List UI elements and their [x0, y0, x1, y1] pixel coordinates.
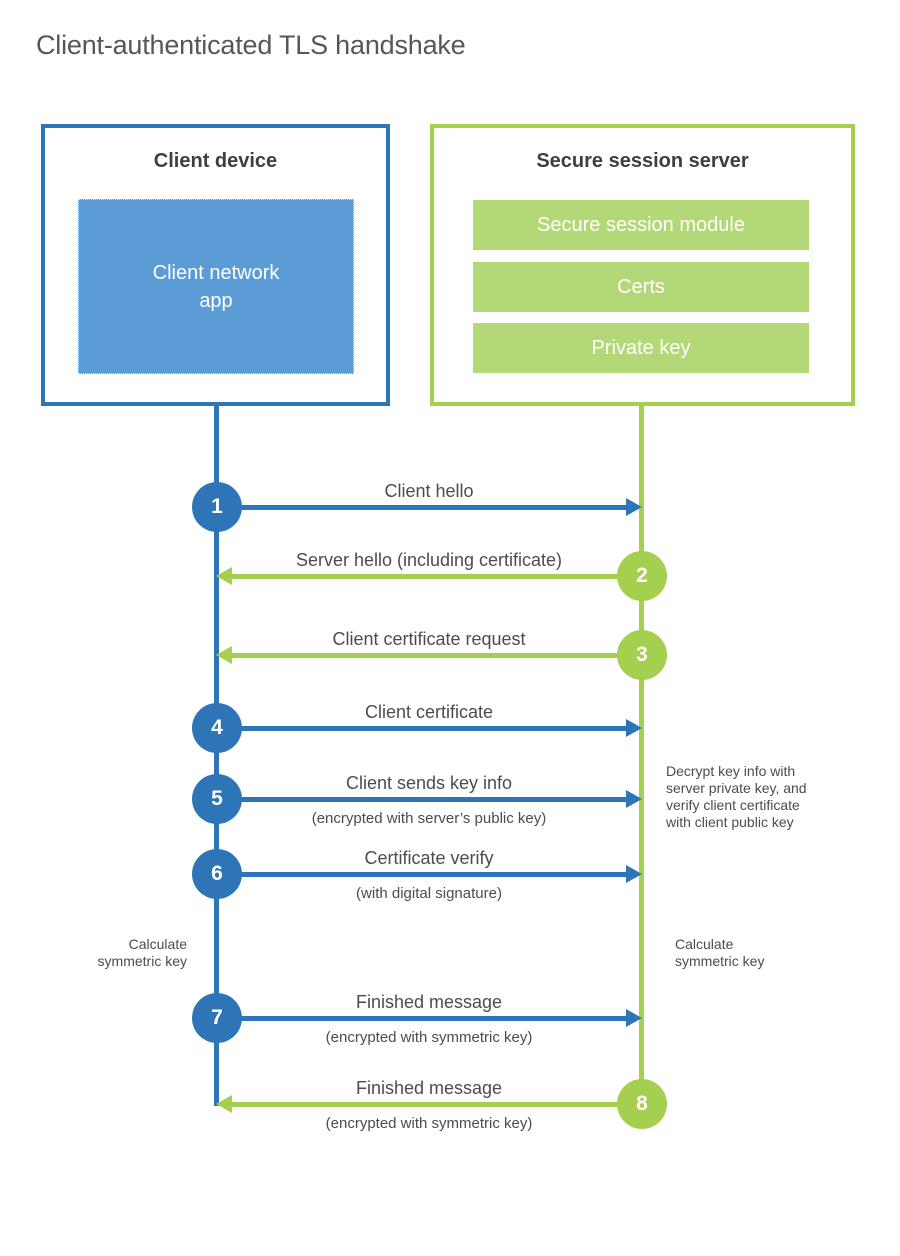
server-module-private-key: Private key	[473, 323, 809, 373]
page-title: Client-authenticated TLS handshake	[36, 30, 466, 60]
message-label-3: Client certificate request	[332, 629, 526, 649]
arrow-2	[232, 574, 618, 579]
client-network-app-box: Client network app	[78, 199, 354, 374]
message-label-1: Client hello	[384, 481, 474, 501]
arrow-3	[232, 653, 618, 658]
arrow-4	[240, 726, 628, 731]
message-label-4: Client certificate	[364, 702, 494, 722]
decrypt-note: Decrypt key info with server private key…	[666, 763, 807, 830]
message-label-2: Server hello (including certificate)	[295, 550, 563, 570]
message-label-7: Finished message	[355, 992, 503, 1012]
server-lifeline	[639, 406, 644, 1104]
arrow-1	[240, 505, 628, 510]
client-device-title: Client device	[153, 150, 278, 172]
message-label-5: Client sends key info	[345, 773, 513, 793]
arrowhead-left-icon	[216, 567, 232, 585]
message-sub-7: (encrypted with symmetric key)	[325, 1029, 533, 1046]
calculate-symmetric-key-note-client: Calculate symmetric key	[97, 936, 187, 969]
step-circle-7: 7	[192, 993, 242, 1043]
message-label-8: Finished message	[355, 1078, 503, 1098]
message-sub-5: (encrypted with server’s public key)	[311, 810, 547, 827]
arrowhead-right-icon	[626, 498, 642, 516]
server-module-secure-session: Secure session module	[473, 200, 809, 250]
arrow-5	[240, 797, 628, 802]
arrow-6	[240, 872, 628, 877]
step-circle-6: 6	[192, 849, 242, 899]
calculate-symmetric-key-note-server: Calculate symmetric key	[675, 936, 765, 969]
arrowhead-right-icon	[626, 719, 642, 737]
client-lifeline	[214, 406, 219, 1106]
arrowhead-right-icon	[626, 1009, 642, 1027]
client-device-box: Client device Client network app	[41, 124, 390, 406]
arrow-8	[232, 1102, 618, 1107]
step-circle-5: 5	[192, 774, 242, 824]
secure-session-server-box: Secure session server Secure session mod…	[430, 124, 855, 406]
message-label-6: Certificate verify	[364, 848, 494, 868]
step-circle-4: 4	[192, 703, 242, 753]
step-circle-2: 2	[617, 551, 667, 601]
arrowhead-right-icon	[626, 865, 642, 883]
step-circle-8: 8	[617, 1079, 667, 1129]
arrowhead-left-icon	[216, 646, 232, 664]
arrowhead-right-icon	[626, 790, 642, 808]
server-module-certs: Certs	[473, 262, 809, 312]
arrow-7	[240, 1016, 628, 1021]
step-circle-1: 1	[192, 482, 242, 532]
arrowhead-left-icon	[216, 1095, 232, 1113]
step-circle-3: 3	[617, 630, 667, 680]
message-sub-8: (encrypted with symmetric key)	[325, 1115, 533, 1132]
secure-session-server-title: Secure session server	[536, 150, 749, 172]
message-sub-6: (with digital signature)	[356, 885, 502, 902]
